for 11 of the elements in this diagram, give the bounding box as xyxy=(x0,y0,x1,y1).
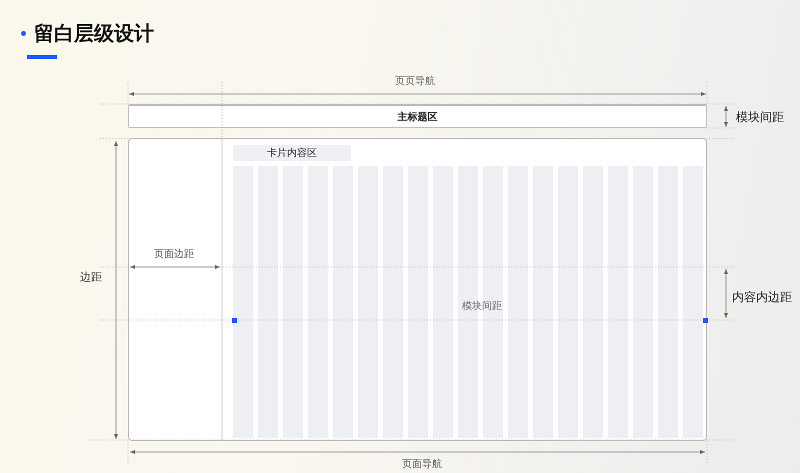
dimension-label: 内容内边距 xyxy=(732,290,792,304)
dimension-label: 边距 xyxy=(80,270,102,284)
dimension-label: 页页导航 xyxy=(395,76,435,88)
header-bar: 主标题区 xyxy=(128,104,707,128)
card-header: 卡片内容区 xyxy=(233,145,351,161)
dimension-label: 页面导航 xyxy=(402,459,442,471)
dimension-label: 模块间距 xyxy=(736,110,784,124)
diagram-title: 留白层级设计 xyxy=(34,21,154,45)
content-panel xyxy=(128,138,707,441)
dimension-label: 页面边距 xyxy=(154,249,194,261)
dimension-label: 模块间距 xyxy=(462,301,502,313)
